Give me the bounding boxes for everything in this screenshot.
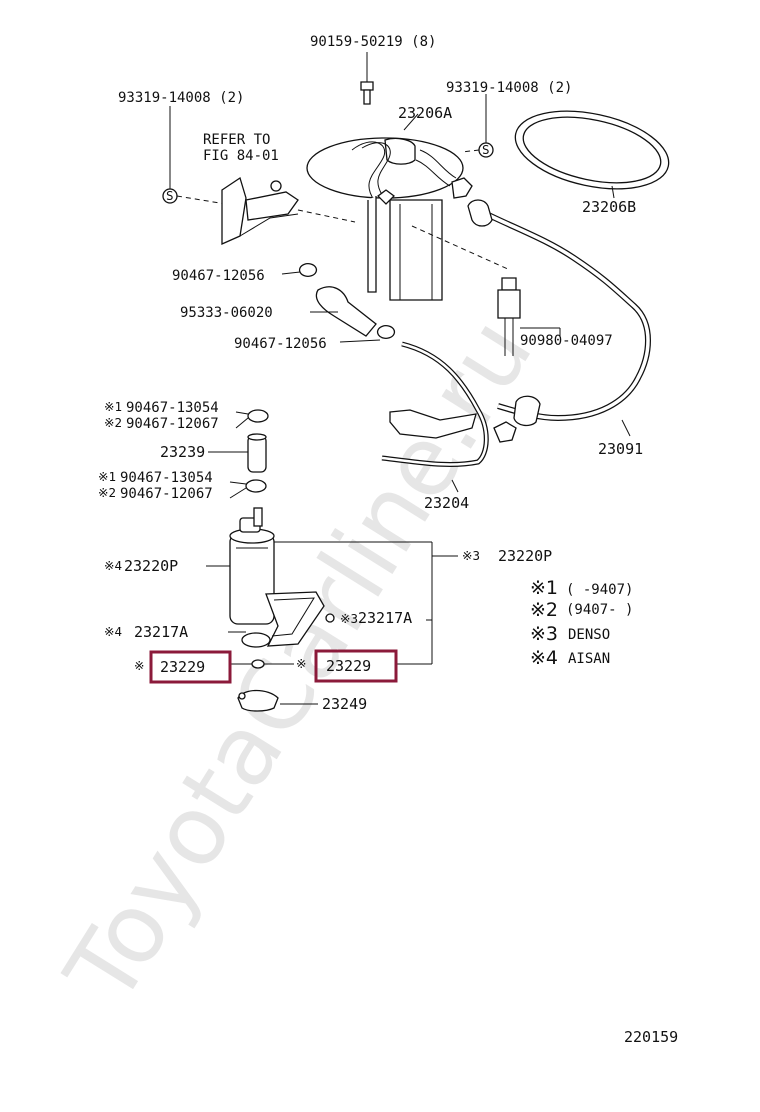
washer-right-highlight[interactable] — [314, 649, 398, 683]
bracket-part — [221, 176, 356, 246]
callout-filter-aisan: 23217A — [134, 623, 188, 641]
mark-1-a: ※1 — [104, 399, 122, 414]
gasket-s-left-icon: S — [162, 106, 239, 207]
clamp-upper-part — [281, 263, 318, 277]
callout-washer-right[interactable]: 23229 — [326, 657, 371, 675]
mark-cut-right: ※ — [296, 656, 306, 671]
legend-item-2: ※2 (9407- ) — [530, 599, 633, 621]
mark-4-pump: ※4 — [104, 558, 122, 573]
ring-gasket-part — [514, 110, 670, 199]
callout-filter-denso: 23217A — [358, 609, 412, 627]
hose-pump-part — [208, 433, 267, 473]
mark-cut-left: ※ — [134, 658, 144, 673]
bolt-part — [360, 52, 374, 105]
callout-ring-gasket: 23206B — [582, 198, 636, 216]
figure-number: 220159 — [624, 1028, 678, 1046]
callout-clamp-upper: 90467-12056 — [172, 268, 265, 284]
callout-pipe-outer: 23091 — [598, 440, 643, 458]
callout-clip-b2: 90467-12067 — [120, 486, 213, 502]
mark-3-filter: ※3 — [340, 611, 358, 626]
callout-clip-b1: 90467-13054 — [120, 470, 213, 486]
svg-text:S: S — [482, 142, 490, 157]
sensor-part — [411, 225, 561, 356]
callout-pump-aisan: 23220P — [124, 557, 178, 575]
legend-item-1: ※1 ( -9407) — [530, 577, 633, 599]
callout-gasket-left: 93319-14008 (2) — [118, 90, 244, 106]
callout-bolt-top: 90159-50219 (8) — [310, 34, 436, 50]
svg-text:S: S — [166, 188, 174, 203]
mark-2-a: ※2 — [104, 415, 122, 430]
legend-mark-3: ※3 — [530, 623, 558, 645]
legend-text-2: (9407- ) — [566, 602, 633, 618]
legend-mark-2: ※2 — [530, 599, 558, 621]
pipe-inner-part — [381, 341, 517, 493]
cushion-part — [237, 689, 318, 712]
legend-mark-1: ※1 — [530, 577, 558, 599]
legend-text-3: DENSO — [568, 627, 610, 643]
gasket-s-right-icon: S — [461, 94, 494, 158]
refer-line-2: FIG 84-01 — [203, 148, 279, 164]
pipe-outer-part — [467, 199, 651, 437]
callout-hose-upper: 95333-06020 — [180, 305, 273, 321]
mark-3-pump: ※3 — [462, 548, 480, 563]
callout-sender-plate: 23206A — [398, 104, 452, 122]
clamp-lower-part — [339, 325, 396, 343]
callout-clip-a2: 90467-12067 — [126, 416, 219, 432]
callout-pipe-inner: 23204 — [424, 494, 469, 512]
legend-text-4: AISAN — [568, 651, 610, 667]
denso-group-bracket — [274, 541, 458, 665]
clip-b-part — [229, 479, 267, 499]
legend-item-3: ※3 DENSO — [530, 623, 610, 645]
callout-pump-denso: 23220P — [498, 547, 552, 565]
callout-clip-a1: 90467-13054 — [126, 400, 219, 416]
callout-hose-pump: 23239 — [160, 443, 205, 461]
mark-4-filter: ※4 — [104, 624, 122, 639]
callout-clamp-lower: 90467-12056 — [234, 336, 327, 352]
callout-washer-left[interactable]: 23229 — [160, 658, 205, 676]
callout-gasket-right: 93319-14008 (2) — [446, 80, 572, 96]
callout-cushion: 23249 — [322, 695, 367, 713]
legend: ※1 ( -9407) ※2 (9407- ) ※3 DENSO ※4 AISA… — [530, 577, 633, 669]
filter-part — [241, 591, 335, 648]
refer-line-1: REFER TO — [203, 132, 270, 148]
legend-text-1: ( -9407) — [566, 582, 633, 598]
washer-part — [230, 659, 294, 669]
legend-mark-4: ※4 — [530, 647, 558, 669]
callout-sensor: 90980-04097 — [520, 333, 613, 349]
mark-2-b: ※2 — [98, 485, 116, 500]
sender-plate-part — [306, 137, 473, 301]
washer-left-highlight[interactable] — [149, 650, 232, 684]
mark-1-b: ※1 — [98, 469, 116, 484]
legend-item-4: ※4 AISAN — [530, 647, 610, 669]
clip-a-part — [235, 409, 269, 429]
fuel-pump-part — [229, 507, 275, 625]
hose-upper-part — [310, 286, 377, 337]
